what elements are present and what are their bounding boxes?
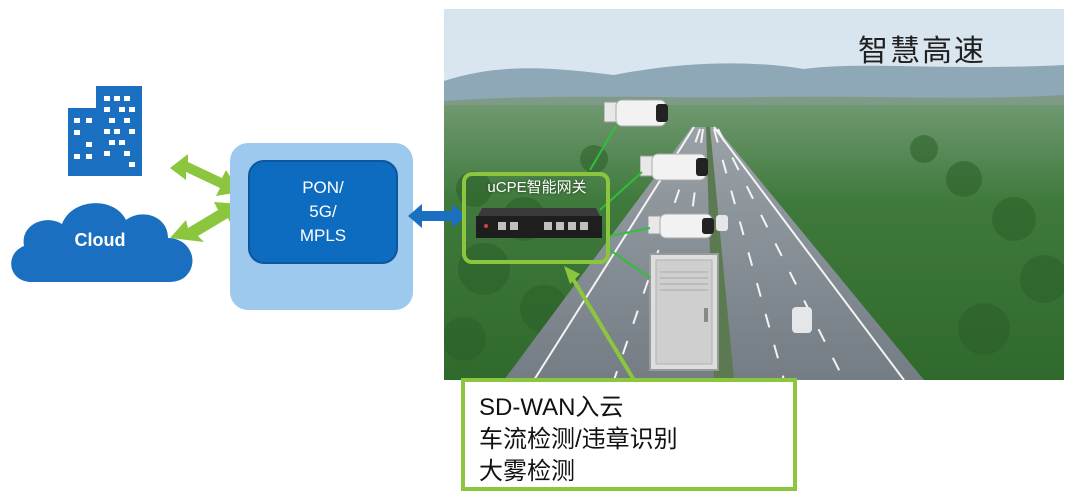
green-connector-arrows — [170, 154, 240, 242]
feature-item-fog: 大雾检测 — [479, 458, 575, 485]
buildings-icon — [68, 86, 142, 176]
ucpe-label: uCPE智能网关 — [487, 179, 587, 196]
feature-item-traffic: 车流检测/违章识别 — [479, 426, 678, 453]
network-line-pon: PON/ — [302, 178, 344, 197]
camera-icon — [604, 99, 668, 127]
network-core: PON/ 5G/ MPLS — [248, 160, 398, 264]
camera-icon — [648, 213, 714, 239]
feature-list-box: SD-WAN入云 车流检测/违章识别 大雾检测 — [461, 378, 797, 491]
network-line-5g: 5G/ — [309, 202, 337, 221]
ucpe-gateway-frame — [462, 172, 610, 264]
camera-icon — [640, 153, 708, 181]
feature-item-sdwan: SD-WAN入云 — [479, 394, 624, 421]
pointer-arrow — [564, 266, 636, 382]
cloud-label: Cloud — [74, 230, 126, 250]
scene-title: 智慧高速 — [858, 35, 986, 68]
gateway-device-icon — [476, 208, 602, 238]
network-line-mpls: MPLS — [299, 226, 347, 245]
cabinet-icon — [649, 253, 719, 371]
blue-connector-arrow — [408, 204, 466, 228]
cloud-icon — [11, 203, 193, 282]
